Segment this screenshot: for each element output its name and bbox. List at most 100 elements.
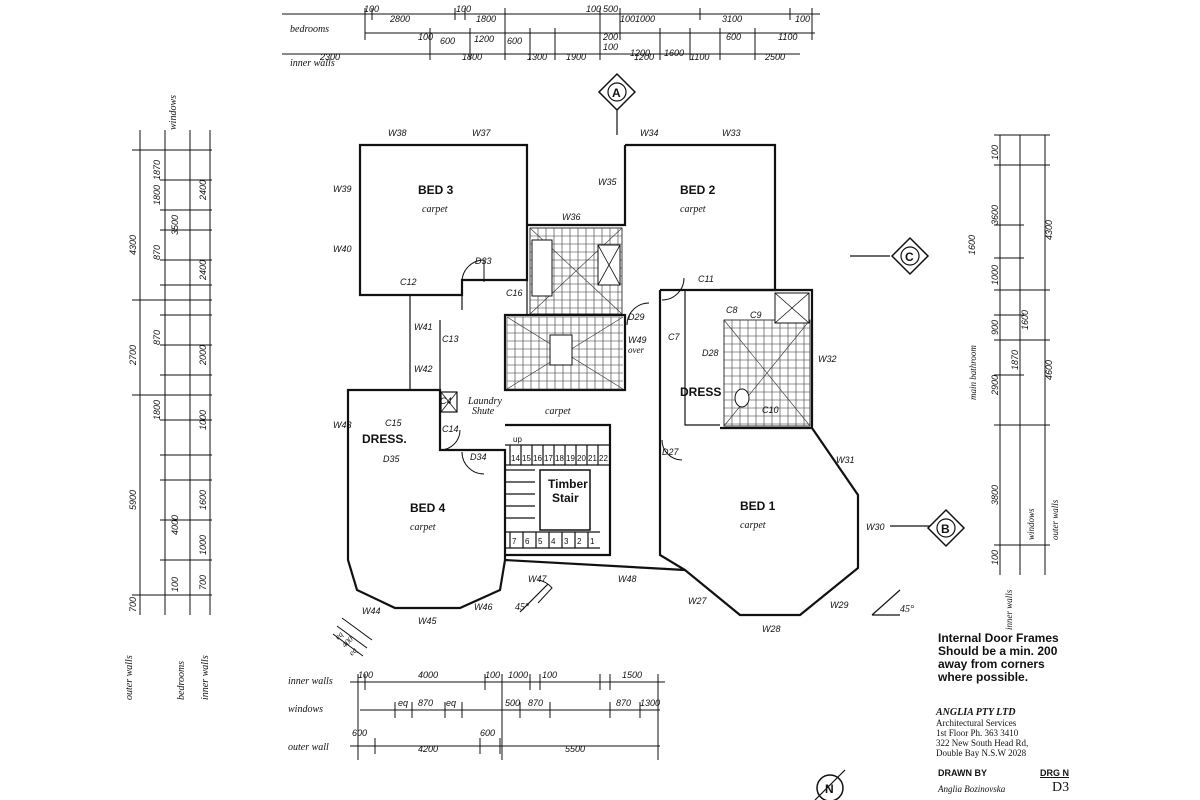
plan-tag-w47: W47 xyxy=(528,574,548,584)
left-dim-text: 4300 xyxy=(128,235,138,255)
top-dim-text: 1600 xyxy=(664,48,684,58)
plan-tag-d34: D34 xyxy=(470,452,487,462)
section-marker-b: B xyxy=(890,508,966,548)
top-dim-text: 100 xyxy=(586,4,601,14)
top-dim-text: 2800 xyxy=(389,14,410,24)
plan-tag-w39: W39 xyxy=(333,184,352,194)
plan-tag-c16: C16 xyxy=(506,288,523,298)
drawing-number-label: DRG N xyxy=(1040,768,1069,778)
bottom-dim-text: 4000 xyxy=(418,670,438,680)
plan-tag-w43: W43 xyxy=(333,420,352,430)
drawn-by-name: Anglia Bozinovska xyxy=(938,784,1006,794)
over-label: over xyxy=(628,345,644,355)
top-dim-text: 1100 xyxy=(778,32,797,42)
firm-line3: 322 New South Head Rd, xyxy=(936,738,1029,748)
right-dim-text: 1000 xyxy=(990,265,1000,285)
bottom-dim-text: 100 xyxy=(485,670,500,680)
laundry-label-line2: Shute xyxy=(472,406,495,417)
stair-step-number: 16 xyxy=(533,454,542,463)
left-dimension-strip: windows outer walls bedrooms inner walls… xyxy=(124,95,212,700)
plan-tag-w29: W29 xyxy=(830,600,849,610)
plan-tag-c9: C9 xyxy=(750,310,762,320)
right-dim-text: 2900 xyxy=(990,375,1000,396)
bed1-label: BED 1 xyxy=(740,499,776,513)
left-dim-text: 4000 xyxy=(170,515,180,535)
note-line: Internal Door Frames xyxy=(938,631,1059,645)
stair-step-number: 7 xyxy=(512,537,517,546)
drawn-by-label: DRAWN BY xyxy=(938,768,987,778)
plan-tag-w38: W38 xyxy=(388,128,407,138)
stair-step-number: 15 xyxy=(522,454,531,463)
firm-line1: Architectural Services xyxy=(936,718,1017,728)
left-dim-text: 2400 xyxy=(198,180,208,201)
stair-step-number: 3 xyxy=(564,537,569,546)
plan-tag-w36: W36 xyxy=(562,212,581,222)
top-dim-text: 100 xyxy=(795,14,810,24)
north-label: N xyxy=(825,782,834,796)
bed4-floor: carpet xyxy=(410,522,436,533)
left-inner-walls-label: inner walls xyxy=(200,655,211,700)
top-dim-text: 1000 xyxy=(635,14,655,24)
small-dimension: 400 eq eq xyxy=(332,617,373,657)
plan-tag-c4: C4 xyxy=(440,396,452,406)
left-windows-label: windows xyxy=(168,95,179,130)
plan-tag-c13: C13 xyxy=(442,334,459,344)
right-dim-text: 4600 xyxy=(1044,360,1054,380)
plan-tag-c10: C10 xyxy=(762,405,779,415)
stair-step-number: 5 xyxy=(538,537,543,546)
top-dim-text: 100 xyxy=(418,32,433,42)
left-dim-text: 1800 xyxy=(152,400,162,420)
plan-tag-d35: D35 xyxy=(383,454,401,464)
plan-tag-w44: W44 xyxy=(362,606,381,616)
bottom-windows-label: windows xyxy=(288,704,323,715)
top-dim-text: 1200 xyxy=(630,48,650,58)
right-dim-text: 4300 xyxy=(1044,220,1054,240)
top-dim-text: 600 xyxy=(507,36,522,46)
bottom-dim-text: eq xyxy=(398,698,408,708)
top-dim-text: 600 xyxy=(726,32,741,42)
room-labels: BED 3 carpet BED 2 carpet BED 4 carpet B… xyxy=(362,183,776,533)
marker-c-label: C xyxy=(905,250,914,264)
bed4-label: BED 4 xyxy=(410,501,446,515)
stair-step-number: 22 xyxy=(599,454,608,463)
bottom-dim-text: 4200 xyxy=(418,744,438,754)
bottom-outer-wall-label: outer wall xyxy=(288,742,329,753)
dress-right-label: DRESS xyxy=(680,385,721,399)
bottom-inner-walls-label: inner walls xyxy=(288,676,333,687)
firm-line4: Double Bay N.S.W 2028 xyxy=(936,748,1027,758)
bottom-dim-text: 1300 xyxy=(640,698,660,708)
plan-tag-w35: W35 xyxy=(598,177,618,187)
bed1-floor: carpet xyxy=(740,520,766,531)
plan-tag-w32: W32 xyxy=(818,354,837,364)
stair-step-number: 21 xyxy=(588,454,597,463)
top-inner-walls-label: inner walls xyxy=(290,58,335,69)
bottom-dim-text: 1500 xyxy=(622,670,642,680)
plan-tag-c11: C11 xyxy=(698,274,714,284)
top-dim-text: 600 xyxy=(440,36,455,46)
bed2-floor: carpet xyxy=(680,204,706,215)
top-dim-text: 100 xyxy=(364,4,379,14)
right-dim-text: 3800 xyxy=(990,485,1000,505)
right-inner-walls-label: inner walls xyxy=(1004,589,1014,630)
stair-step-number: 14 xyxy=(511,454,520,463)
plan-tag-w41: W41 xyxy=(414,322,433,332)
plan-tag-d29: D29 xyxy=(628,312,645,322)
top-dim-text: 1300 xyxy=(527,52,547,62)
stair-step-number: 20 xyxy=(577,454,586,463)
left-dim-text: 100 xyxy=(170,577,180,592)
stair-up-label: up xyxy=(513,435,522,444)
top-dim-text: 3100 xyxy=(722,14,742,24)
note-line: Should be a min. 200 xyxy=(938,644,1058,658)
bottom-dim-text: 100 xyxy=(542,670,557,680)
stair-label-line1: Timber xyxy=(548,477,588,491)
plan-tag-w42: W42 xyxy=(414,364,433,374)
stair-label-line2: Stair xyxy=(552,491,579,505)
stair-step-number: 17 xyxy=(544,454,553,463)
plan-tag-w27: W27 xyxy=(688,596,708,606)
plan-tag-d33: D33 xyxy=(475,256,492,266)
bed3-floor: carpet xyxy=(422,204,448,215)
top-dim-text: 1100 xyxy=(690,52,709,62)
angle-markers: 45° 45° xyxy=(515,583,914,616)
